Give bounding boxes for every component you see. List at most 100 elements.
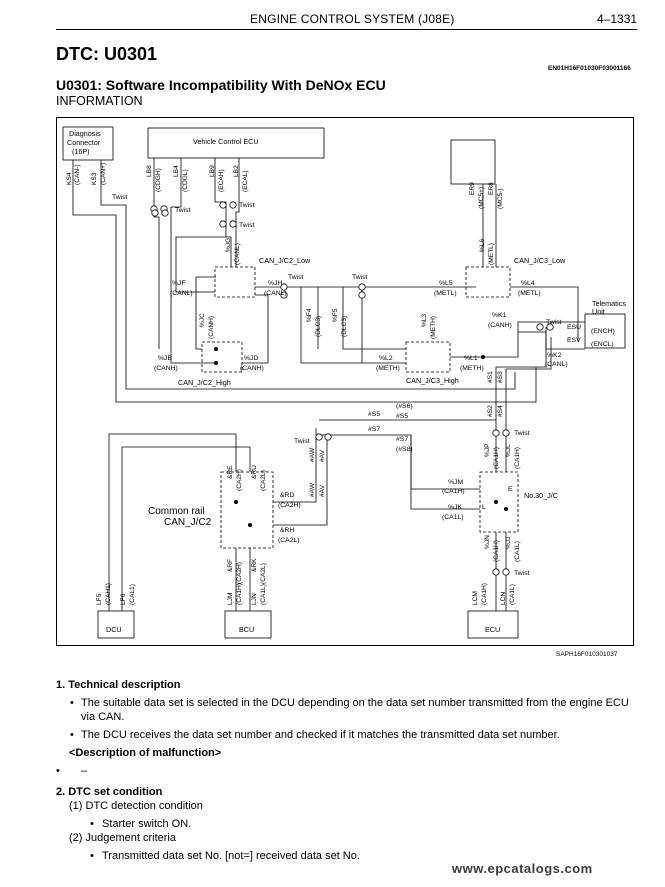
pin-jd-sig: (CANH)	[240, 365, 264, 372]
diag-connector-label-2: Connector	[67, 138, 101, 147]
pin-jk-sig: (CA1L)	[442, 514, 464, 521]
pin-l1-sig: (METH)	[460, 365, 484, 372]
pin-f4-sig: (DLC3)	[315, 316, 322, 337]
pin-jn: %JN	[484, 535, 491, 549]
telematics-label-1: Telematics	[592, 299, 626, 308]
pin-l3-sig: (METH)	[430, 316, 437, 339]
pin-jg: %JG	[225, 238, 232, 252]
twist-label: Twist	[514, 430, 530, 437]
pin-aw: #AW	[309, 447, 316, 462]
pin-ks4: KS4	[66, 172, 73, 185]
section-1-bullet-1: The suitable data set is selected in the…	[56, 696, 640, 724]
pin-lb9-sig: (ECAH)	[218, 169, 225, 192]
pin-lcn-sig: (CA1L)	[509, 584, 516, 605]
pin-jj: %JJ	[505, 537, 512, 549]
pin-lcm: LCM	[472, 591, 479, 605]
can-jc2-high-label: CAN_J/C2_High	[178, 378, 231, 387]
starter-switch-item: Starter switch ON.	[56, 817, 640, 831]
bullet-mark: •	[56, 765, 60, 777]
pin-jn-sig: (CA1H)	[493, 540, 500, 562]
section-2-title: 2. DTC set condition	[56, 786, 163, 798]
pin-lf5: LF5	[96, 593, 103, 605]
pin-lb2: LB2	[233, 165, 240, 177]
pin-lcn: LCN	[500, 592, 507, 605]
pin-s5: #S5	[368, 411, 380, 418]
twist-label: Twist	[352, 274, 368, 281]
pin-av: #AV	[319, 449, 326, 462]
pin-l4: %L4	[521, 280, 535, 287]
pin-jj-sig: (CA1L)	[514, 541, 521, 562]
pin-jm: %JM	[448, 479, 463, 486]
pin-lb4-sig: (CDGL)	[182, 169, 189, 192]
common-rail-label: Common rail	[148, 506, 205, 517]
pin-ks3-sig: (CAN+)	[100, 163, 107, 185]
pin-s7b: #S7	[396, 436, 408, 443]
pin-jl-sig: (CA1H)	[514, 447, 521, 469]
can-jc3-low-label: CAN_J/C3_Low	[514, 256, 566, 265]
body-text: 1. Technical description The suitable da…	[56, 678, 640, 863]
pin-ljn-sig: (CA1L)	[260, 584, 267, 605]
section-1-title: 1. Technical description	[56, 679, 181, 691]
malfunction-description-heading: <Description of malfunction>	[69, 747, 222, 759]
pin-l-mark: L	[482, 504, 486, 511]
diagnosis-connector-box	[62, 126, 114, 161]
twist-label: Twist	[294, 438, 310, 445]
pin-f5-sig: (DLC3)	[341, 316, 348, 337]
pin-ru: &RU	[251, 465, 258, 479]
pin-s3: #S3	[497, 371, 504, 383]
pin-esu: ESU	[567, 324, 581, 331]
section-1-bullet-2: The DCU receives the data set number and…	[56, 728, 640, 742]
diag-connector-label-3: (16P)	[72, 147, 90, 156]
pin-k1: %K1	[492, 312, 507, 319]
pin-esu-sig: (ENCH)	[591, 328, 615, 335]
pin-l5-sig: (METL)	[434, 290, 457, 297]
pin-k1-sig: (CANH)	[488, 322, 512, 329]
pin-ks3: KS3	[91, 172, 98, 185]
pin-aw2: #AW	[309, 482, 316, 497]
pin-jc: %JC	[199, 313, 206, 327]
pin-ljn: LJN	[251, 593, 258, 605]
pin-rd-sig: (CA2H)	[278, 502, 301, 509]
twist-label: Twist	[288, 274, 304, 281]
pin-jd: %JD	[244, 355, 258, 362]
pin-jh-sig: (CANL)	[264, 290, 287, 297]
pin-s8: (#S8)	[396, 446, 413, 453]
header-rule	[56, 29, 637, 30]
pin-ljm: LJM	[227, 593, 234, 605]
pin-lf5-sig: (CAH1)	[105, 583, 112, 605]
pin-lb8: LB8	[146, 165, 153, 177]
pin-lcm-sig: (CA1H)	[481, 583, 488, 605]
pin-lb8-sig: (CDGH)	[155, 168, 162, 192]
twist-label: Twist	[514, 570, 530, 577]
judgement-criteria: (2) Judgement criteria	[69, 832, 176, 844]
pin-lb2-sig: (ECAL)	[242, 170, 249, 192]
pin-l6-sig: (METL)	[488, 243, 495, 265]
pin-ks4-sig: (CAN-)	[74, 164, 81, 185]
telematics-label-2: Unit	[592, 307, 605, 316]
pin-k2-sig: (CANL)	[545, 361, 568, 368]
pin-s6: (#S6)	[396, 403, 413, 410]
pin-f4: %F4	[306, 308, 313, 322]
pin-s5b: #S5	[396, 413, 408, 420]
page-number: 4–1331	[597, 12, 638, 26]
no30-jc-label: No.30_J/C	[524, 491, 558, 500]
pin-s4: #S4	[497, 405, 504, 417]
pin-jf-sig: (CANL)	[170, 290, 193, 297]
pin-rk: &RK	[251, 558, 258, 572]
common-rail-jc-label: CAN_J/C2	[164, 517, 212, 528]
pin-l5: %L5	[439, 280, 453, 287]
pin-ljm-sig: (CA1H)	[236, 583, 243, 605]
judgement-criteria-item: Transmitted data set No. [not=] received…	[56, 849, 640, 863]
pin-lb9: LB9	[209, 165, 216, 177]
pin-jk: %JK	[448, 504, 462, 511]
pin-re-sig: (CA2H)	[236, 469, 243, 491]
pin-l3: %L3	[421, 313, 428, 327]
pin-lb4: LB4	[173, 165, 180, 177]
wiring-diagram: Diagnosis Connector (16P) Vehicle Contro…	[56, 117, 634, 646]
pin-rf-sig: (CA2H)	[236, 562, 243, 584]
pin-jp: %JP	[484, 443, 491, 457]
malfunction-dash: –	[81, 765, 88, 777]
pin-lf6-sig: (CAL1)	[129, 584, 136, 605]
ecu-label: ECU	[485, 625, 500, 634]
pin-er9: ER9	[469, 182, 476, 195]
